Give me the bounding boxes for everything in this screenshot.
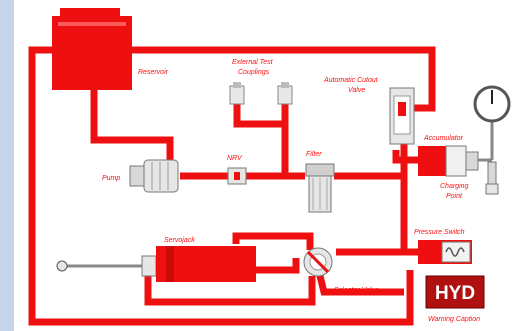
pressure-switch-label: Pressure Switch bbox=[414, 229, 465, 236]
pressure-gauge bbox=[473, 85, 511, 162]
external-test-couplings-label-line1: External Test bbox=[232, 59, 274, 66]
return-line-outer bbox=[28, 46, 414, 326]
warning-caption-label: Warning Caption bbox=[428, 316, 480, 323]
accumulator-feed-line bbox=[392, 150, 418, 164]
test-coupling-line bbox=[233, 104, 289, 176]
external-test-coupling-left bbox=[229, 82, 245, 105]
servojack-label: Servojack bbox=[164, 237, 195, 244]
return-line-top bbox=[120, 46, 436, 112]
pressure-switch bbox=[418, 240, 472, 264]
selector-valve-label: Selector Valve bbox=[334, 287, 379, 294]
automatic-cutout-valve-label-line1: Automatic Cutout bbox=[323, 77, 379, 84]
external-test-couplings-label-line2: Couplings bbox=[238, 69, 270, 76]
accumulator-label: Accumulator bbox=[423, 135, 464, 142]
filter bbox=[305, 163, 335, 213]
charging-point bbox=[485, 161, 499, 195]
servojack bbox=[56, 246, 256, 282]
charging-point-label-line1: Charging bbox=[440, 183, 469, 190]
selector-to-jack-b bbox=[232, 232, 314, 250]
selector-valve bbox=[303, 247, 333, 277]
pump-label: Pump bbox=[102, 175, 120, 182]
external-test-coupling-right bbox=[277, 82, 293, 105]
non-return-valve bbox=[227, 167, 247, 185]
hyd-warning-caption: HYD bbox=[425, 275, 485, 309]
pressure-switch-line bbox=[400, 176, 418, 256]
reservoir bbox=[52, 8, 132, 90]
pump bbox=[129, 159, 179, 193]
accumulator bbox=[418, 145, 479, 177]
automatic-cutout-valve-label-line2: Valve bbox=[348, 87, 365, 94]
charging-point-label-line2: Point bbox=[446, 193, 463, 200]
suction-line bbox=[90, 90, 174, 160]
reservoir-label: Reservoir bbox=[138, 69, 169, 76]
hyd-indicator-text: HYD bbox=[435, 283, 475, 304]
automatic-cutout-valve bbox=[389, 87, 415, 145]
nrv-label: NRV bbox=[227, 155, 243, 162]
jack-return-line bbox=[144, 264, 316, 306]
filter-label: Filter bbox=[306, 151, 322, 158]
